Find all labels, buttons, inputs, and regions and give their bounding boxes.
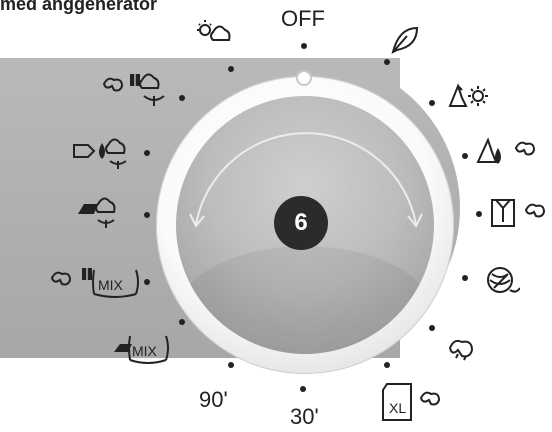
time-90-dot xyxy=(228,362,234,368)
drop-dry-icon[interactable] xyxy=(72,133,132,173)
xl-steam-icon[interactable]: XL xyxy=(381,380,461,424)
iron-dry-icon[interactable] xyxy=(76,192,124,232)
time-30-dot xyxy=(300,386,306,392)
dry-eco-dot xyxy=(228,66,234,72)
steam-mix-icon[interactable]: MIX xyxy=(50,264,140,300)
iron-dry-dot xyxy=(144,212,150,218)
mix-tag: MIX xyxy=(132,343,158,359)
page-title: med anggenerator xyxy=(0,0,157,15)
drop-dry-dot xyxy=(144,150,150,156)
off-label[interactable]: OFF xyxy=(281,6,325,32)
wool-icon[interactable] xyxy=(484,264,520,300)
selected-program-badge: 6 xyxy=(274,196,328,250)
wool-dot xyxy=(462,275,468,281)
time-30-label[interactable]: 30' xyxy=(290,404,319,430)
steam-refresh-icon[interactable] xyxy=(446,330,482,366)
steam-dry-dot xyxy=(179,95,185,101)
steam-refresh-dot xyxy=(429,325,435,331)
cottons-steam-dot xyxy=(462,153,468,159)
delicate-dot xyxy=(384,59,390,65)
mix-iron-dot xyxy=(179,319,185,325)
cottons-eco-dot xyxy=(429,100,435,106)
shirts-steam-icon[interactable] xyxy=(490,196,552,232)
cottons-steam-icon[interactable] xyxy=(476,134,548,168)
cottons-eco-icon[interactable] xyxy=(448,80,494,112)
mix-tag: MIX xyxy=(98,277,124,293)
time-90-label[interactable]: 90' xyxy=(199,387,228,413)
steam-mix-dot xyxy=(144,279,150,285)
xl-steam-dot xyxy=(384,362,390,368)
mix-iron-icon[interactable]: MIX xyxy=(112,330,172,366)
off-position-dot xyxy=(301,43,307,49)
dry-eco-icon[interactable] xyxy=(195,18,235,52)
dial-notch xyxy=(296,70,312,86)
steam-dry-icon[interactable] xyxy=(100,70,175,110)
shirts-steam-dot xyxy=(476,211,482,217)
delicate-feather-icon[interactable] xyxy=(389,22,423,56)
xl-badge: XL xyxy=(389,400,406,416)
